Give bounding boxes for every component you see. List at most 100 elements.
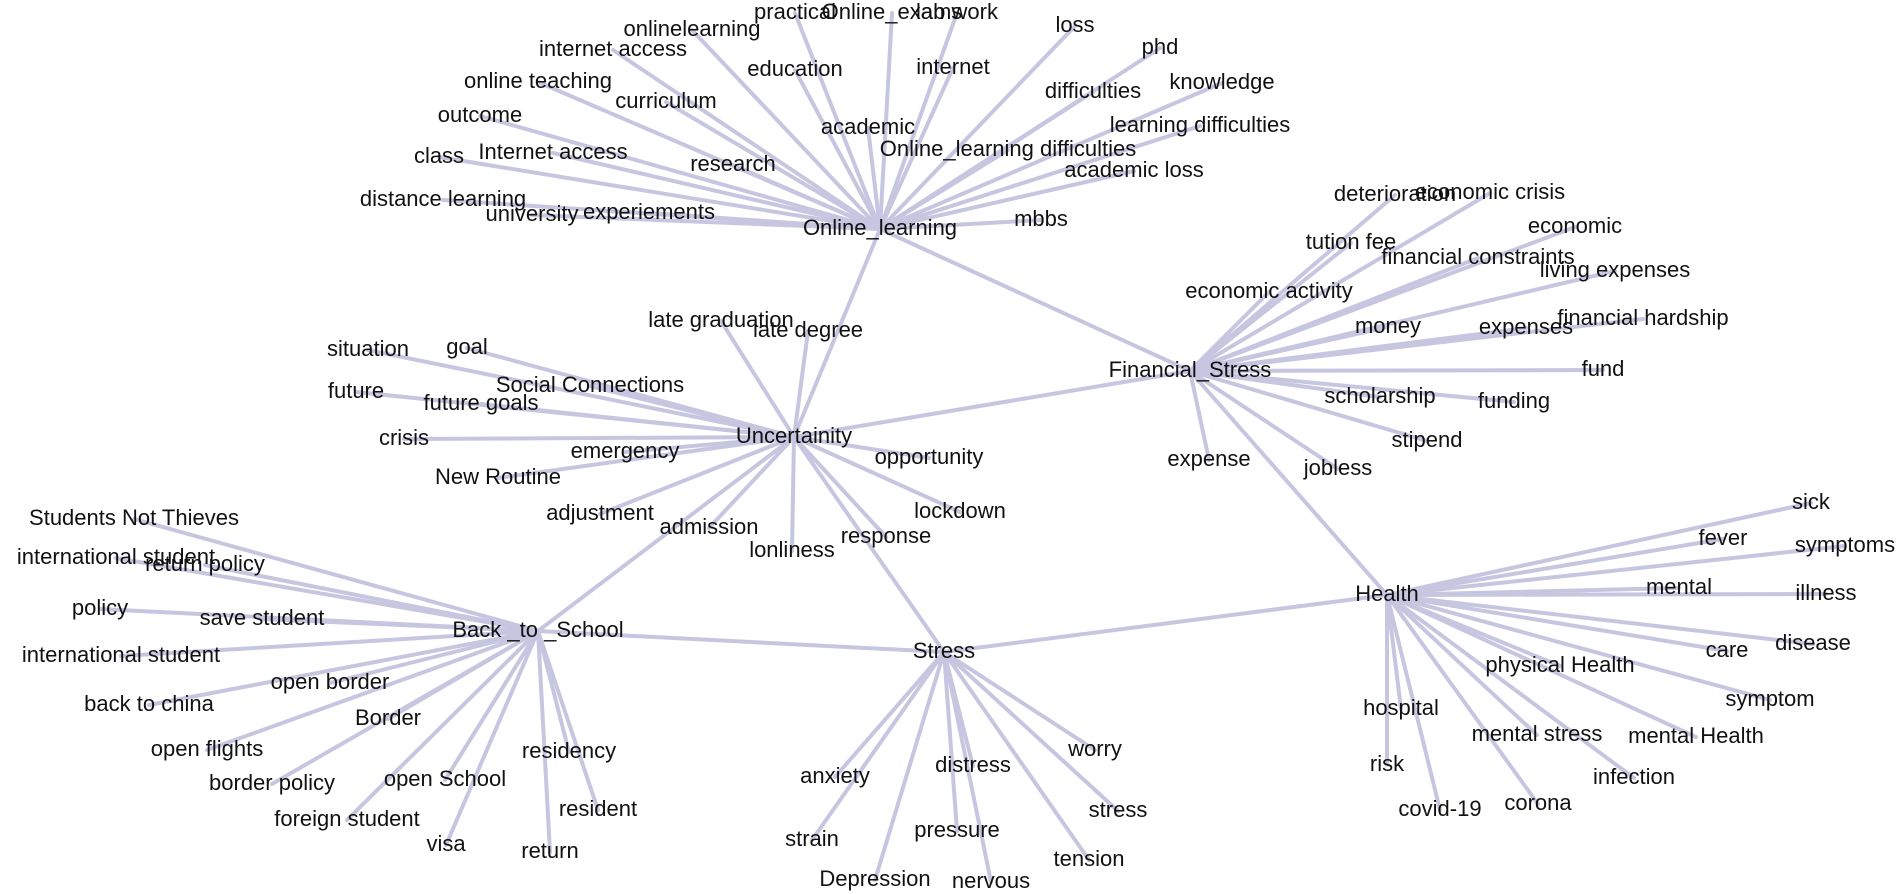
edge-financial-financial-constraints: [1188, 256, 1480, 373]
hub-node-health: Health: [1355, 581, 1419, 606]
hub-node-school: Back _to _School: [452, 617, 623, 642]
edge-online-online-exams: [878, 11, 894, 231]
term-risk: risk: [1370, 751, 1405, 776]
hub-node-online: Online_learning: [803, 215, 957, 240]
term-depression: Depression: [819, 866, 930, 891]
term-return-policy: return policy: [145, 551, 265, 576]
term-visa: visa: [426, 831, 466, 856]
term-tution-fee: tution fee: [1306, 229, 1397, 254]
edge-online-class: [437, 155, 882, 231]
edge-school-return: [536, 629, 552, 854]
term-experiements: experiements: [583, 199, 715, 224]
term-situation: situation: [327, 336, 409, 361]
edge-uncertainty-future-goals: [479, 402, 796, 439]
hub-link-uncertainty-financial: [792, 369, 1192, 439]
term-online-exams: Online_exams: [822, 0, 963, 24]
hub-link-uncertainty-school: [536, 435, 796, 633]
term-internet-access: internet access: [539, 36, 687, 61]
edge-school-save-student: [260, 617, 540, 633]
edge-school-return-policy: [203, 563, 540, 633]
edge-uncertainty-admission: [707, 435, 796, 530]
term-residency: residency: [522, 738, 616, 763]
term-knowledge: knowledge: [1169, 69, 1274, 94]
term-opportunity: opportunity: [875, 444, 984, 469]
edge-online-practical: [793, 11, 882, 231]
term-practical: practical: [754, 0, 836, 24]
term-adjustment: adjustment: [546, 500, 654, 525]
term-online-learning-difficulties: Online_learning difficulties: [880, 136, 1136, 161]
term-outcome: outcome: [438, 102, 522, 127]
term-social-connections: Social Connections: [496, 372, 684, 397]
term-students-not-thieves: Students Not Thieves: [29, 505, 239, 530]
edge-health-mental-health: [1385, 593, 1698, 739]
term-mental-stress: mental stress: [1472, 721, 1603, 746]
term-lonliness: lonliness: [749, 537, 835, 562]
edge-online-outcome: [478, 114, 882, 231]
term-living-expenses: living expenses: [1540, 257, 1690, 282]
edge-stress-strain: [810, 650, 946, 842]
edge-school-back-to-china: [147, 629, 540, 707]
edge-online-learning-difficulties: [878, 124, 1202, 231]
edge-online-online-learning-difficulties: [878, 148, 1010, 231]
term-tension: tension: [1054, 846, 1125, 871]
term-border-policy: border policy: [209, 770, 335, 795]
term-difficulties: difficulties: [1045, 78, 1141, 103]
edge-school-open-flights: [205, 629, 540, 752]
term-academic-loss: academic loss: [1064, 157, 1203, 182]
edge-uncertainty-new-routine: [496, 435, 796, 480]
term-stipend: stipend: [1392, 427, 1463, 452]
term-class: class: [414, 143, 464, 168]
term-physical-health: physical Health: [1485, 652, 1634, 677]
term-learning-difficulties: learning difficulties: [1110, 112, 1291, 137]
term-pressure: pressure: [914, 817, 1000, 842]
term-online-teaching: online teaching: [464, 68, 612, 93]
edge-financial-financial-hardship: [1188, 317, 1645, 373]
term-curriculum: curriculum: [615, 88, 716, 113]
term-admission: admission: [659, 514, 758, 539]
edge-uncertainty-late-graduation: [719, 319, 796, 439]
hub-link-online-financial: [878, 227, 1192, 373]
term-resident: resident: [559, 796, 637, 821]
term-stress: stress: [1089, 797, 1148, 822]
term-expenses: expenses: [1479, 314, 1573, 339]
term-open-school: open School: [384, 766, 506, 791]
term-distress: distress: [935, 752, 1011, 777]
term-emergency: emergency: [571, 438, 680, 463]
term-university: university: [486, 201, 579, 226]
edge-health-sick: [1385, 501, 1813, 597]
term-strain: strain: [785, 826, 839, 851]
edge-layer: [98, 11, 1847, 884]
term-late-graduation: late graduation: [648, 307, 794, 332]
edge-stress-depression: [873, 650, 946, 882]
term-symptoms: symptoms: [1795, 532, 1895, 557]
edge-online-internet-access: [611, 48, 882, 231]
term-jobless: jobless: [1303, 455, 1372, 480]
term-deterioration: deterioration: [1334, 181, 1456, 206]
edge-financial-funding: [1188, 369, 1516, 404]
edge-online-mbbs: [878, 218, 1043, 231]
edge-stress-worry: [942, 650, 1097, 752]
edge-school-border-policy: [270, 629, 540, 786]
term-care: care: [1706, 637, 1749, 662]
term-economic: economic: [1528, 213, 1622, 238]
edge-health-illness: [1385, 592, 1828, 597]
term-anxiety: anxiety: [800, 763, 870, 788]
term-fever: fever: [1699, 525, 1748, 550]
edge-online-lab-work: [878, 11, 959, 231]
term-academic: academic: [821, 114, 915, 139]
term-return: return: [521, 838, 578, 863]
term-illness: illness: [1795, 580, 1856, 605]
term-border: Border: [355, 705, 421, 730]
hub-link-stress-health: [942, 593, 1389, 654]
hub-node-uncertainty: Uncertainity: [736, 423, 852, 448]
edge-health-symptom: [1385, 593, 1772, 702]
edge-uncertainty-lonliness: [790, 435, 796, 553]
term-money: money: [1355, 313, 1421, 338]
term-future-goals: future goals: [424, 390, 539, 415]
term-internet-access: Internet access: [478, 139, 627, 164]
hub-link-financial-health: [1188, 369, 1389, 597]
edge-school-visa: [444, 629, 540, 847]
edge-online-internet-access: [551, 151, 882, 231]
